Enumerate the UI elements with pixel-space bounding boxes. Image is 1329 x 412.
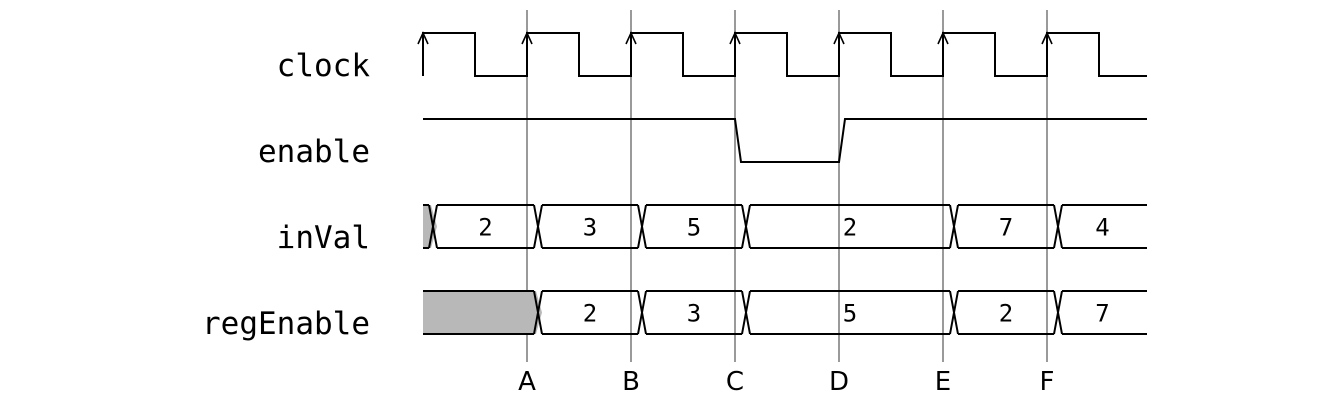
enable-label: enable — [258, 134, 370, 170]
regenable-value: 3 — [687, 300, 701, 328]
marker-a: A — [518, 367, 536, 397]
clock-edge-arrow-icon — [833, 31, 845, 45]
clock-edge-arrow-icon — [729, 31, 741, 45]
inval-value: 5 — [687, 214, 701, 242]
clock-line — [422, 32, 1147, 77]
enable-waveform — [423, 118, 1147, 163]
marker-c: C — [726, 367, 744, 397]
clock-edge-arrow-icon — [1041, 31, 1053, 45]
regenable-value: 2 — [999, 300, 1013, 328]
regenable-value: 7 — [1095, 300, 1109, 328]
clock-edge-arrow-icon — [625, 31, 637, 45]
marker-d: D — [829, 367, 849, 397]
inval-label: inVal — [277, 220, 370, 256]
regenable-bus: 2 3 5 2 7 — [423, 290, 1147, 335]
regenable-value: 2 — [583, 300, 597, 328]
clock-waveform — [417, 31, 1147, 77]
inval-value: 2 — [478, 214, 492, 242]
inval-value: 4 — [1095, 214, 1109, 242]
inval-unknown-region — [423, 205, 437, 248]
clock-label: clock — [277, 48, 371, 84]
inval-bus: 2 3 5 2 7 4 — [423, 204, 1147, 249]
inval-value: 2 — [843, 214, 857, 242]
marker-b: B — [622, 367, 640, 397]
marker-f: F — [1040, 367, 1055, 397]
regenable-label: regEnable — [202, 306, 370, 342]
marker-e: E — [935, 367, 951, 397]
clock-edge-arrow-icon — [521, 31, 533, 45]
clock-edge-arrow-icon — [417, 31, 429, 45]
inval-outline — [423, 204, 1147, 249]
inval-value: 7 — [999, 214, 1013, 242]
cycle-markers: A B C D E F — [518, 367, 1054, 397]
inval-value: 3 — [583, 214, 597, 242]
regenable-outline — [423, 290, 1147, 335]
regenable-unknown-region — [423, 291, 542, 334]
regenable-value: 5 — [843, 300, 857, 328]
clock-edge-arrow-icon — [937, 31, 949, 45]
